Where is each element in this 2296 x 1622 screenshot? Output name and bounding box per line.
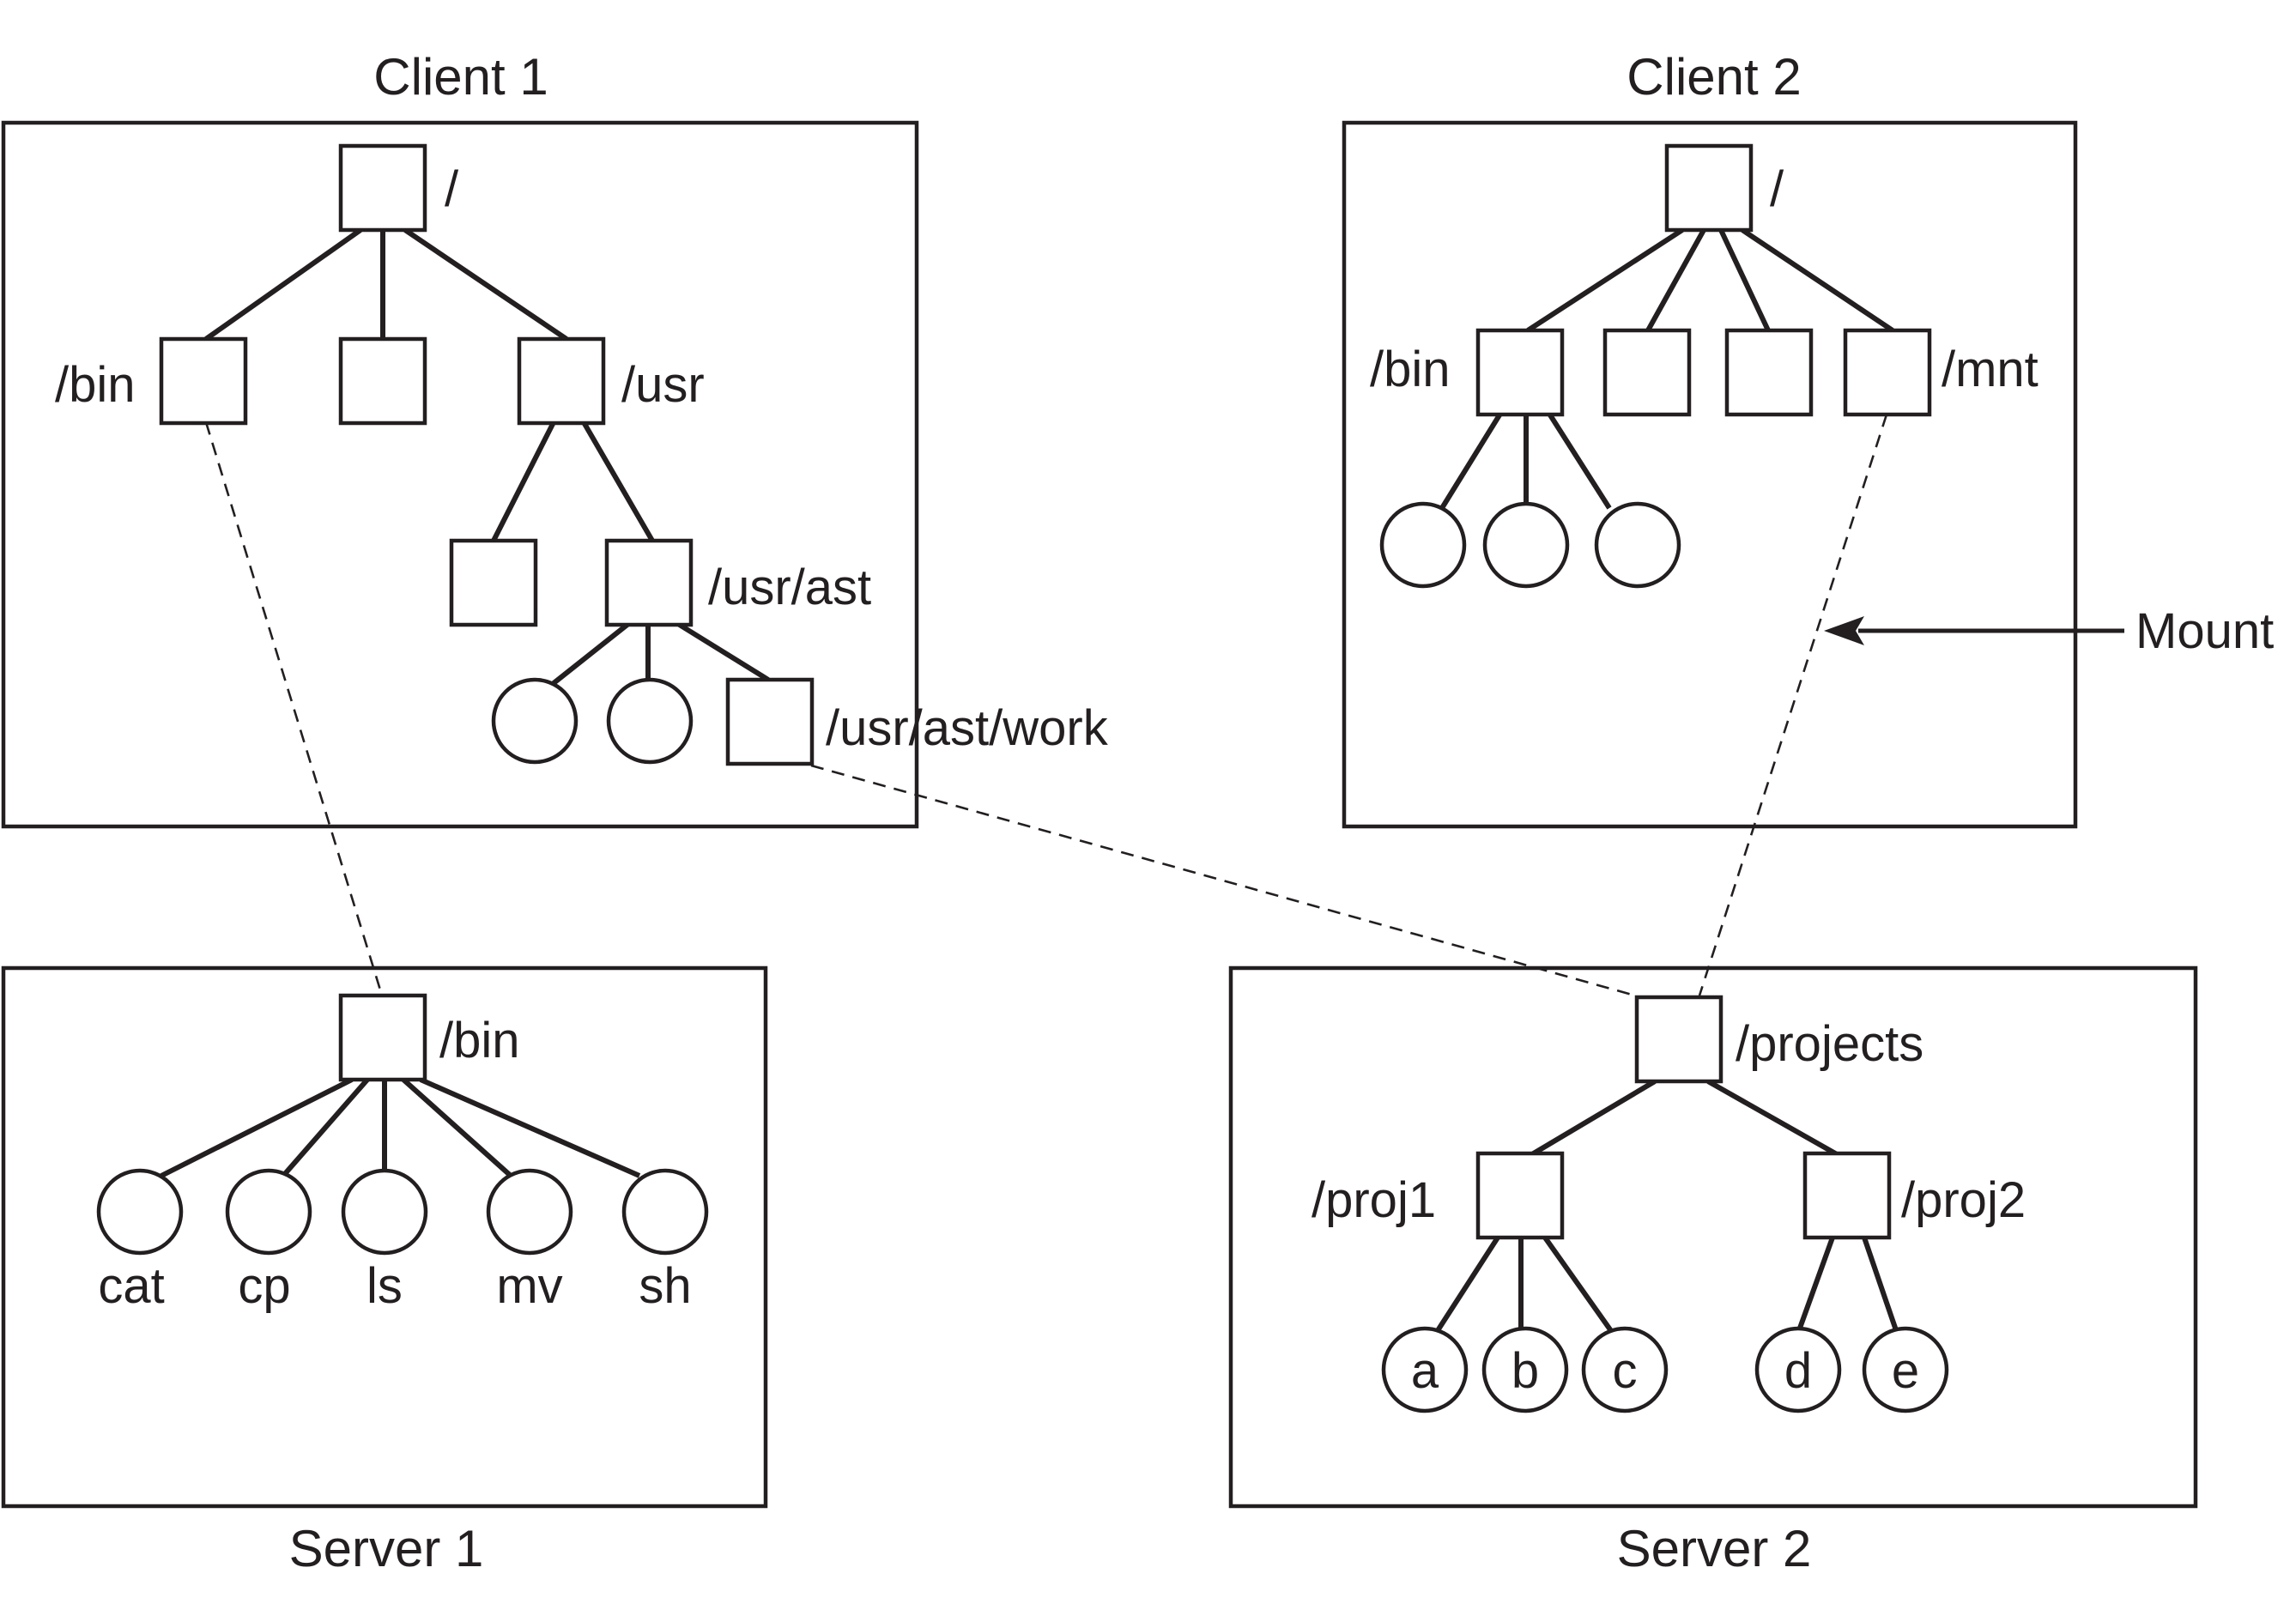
server1-file-label: cp	[238, 1258, 290, 1314]
mount-arrowhead	[1824, 616, 1864, 645]
edge	[160, 1077, 354, 1178]
server2-panel: Server 2 /projects /proj1 /proj2 a b c d…	[1228, 965, 2198, 1577]
edge	[1526, 227, 1684, 333]
client1-panel: Client 1 / /bin /usr /usr/ast /usr/ast/w…	[1, 48, 1109, 829]
client1-title: Client 1	[373, 48, 548, 106]
edge	[1439, 412, 1503, 510]
client1-box	[1, 120, 919, 829]
client1-bin-dir	[159, 336, 248, 426]
client2-mnt-label: /mnt	[1942, 342, 2039, 397]
edge	[204, 227, 362, 342]
mount-line-server1-bin-to-client1-bin	[204, 421, 384, 996]
server2-file-a	[1381, 1326, 1469, 1413]
client2-title: Client 2	[1627, 48, 1801, 106]
server1-file-label: cat	[98, 1258, 164, 1314]
server1-box	[1, 965, 768, 1509]
edge	[281, 1078, 370, 1177]
server1-title: Server 1	[289, 1520, 484, 1577]
client2-unnamed-dir	[1724, 328, 1814, 417]
edge	[491, 421, 556, 542]
server1-file-label: mv	[496, 1258, 562, 1314]
client1-usr-ast-work-label: /usr/ast/work	[826, 700, 1109, 756]
edge	[403, 227, 568, 342]
edge	[401, 1077, 513, 1178]
server1-file-label: sh	[639, 1258, 691, 1314]
client1-usr-label: /usr	[621, 357, 705, 413]
server2-file-label: b	[1511, 1343, 1539, 1399]
edge	[1530, 1079, 1657, 1157]
edge	[419, 1077, 641, 1178]
client2-mnt-dir	[1843, 328, 1932, 417]
client1-usr-ast-dir	[604, 538, 694, 627]
server1-bin-dir	[338, 993, 427, 1082]
server1-file-mv	[486, 1168, 573, 1256]
server2-file-label: e	[1892, 1343, 1919, 1399]
client2-bin-label: /bin	[1370, 342, 1451, 397]
edge	[581, 421, 655, 542]
client1-unnamed-dir	[338, 336, 427, 426]
server2-file-label: d	[1784, 1343, 1812, 1399]
client2-file-node	[1482, 501, 1570, 589]
client2-root-label: /	[1770, 161, 1784, 217]
mount-line-server2-projects-to-client2-mnt	[1698, 414, 1888, 996]
edge	[548, 621, 630, 689]
server1-file-label: ls	[367, 1258, 403, 1314]
server2-title: Server 2	[1617, 1520, 1812, 1577]
edge	[1862, 1237, 1899, 1334]
client1-bin-label: /bin	[55, 357, 136, 413]
edge	[1706, 1079, 1839, 1157]
edge	[1542, 1236, 1616, 1336]
edge	[676, 621, 770, 682]
client1-usr-dir	[517, 336, 606, 426]
client2-box	[1342, 120, 2078, 829]
server1-file-cp	[225, 1168, 312, 1256]
client2-root-dir	[1664, 143, 1754, 233]
server1-file-ls	[341, 1168, 428, 1256]
server2-file-b	[1481, 1326, 1569, 1413]
server2-proj2-dir	[1802, 1151, 1892, 1240]
client2-file-node	[1594, 501, 1681, 589]
edge	[1796, 1236, 1835, 1335]
server2-projects-label: /projects	[1736, 1016, 1923, 1072]
client2-file-node	[1379, 501, 1467, 589]
client1-usr-ast-work-dir	[725, 677, 815, 766]
edge	[1645, 228, 1706, 332]
server1-file-cat	[96, 1168, 184, 1256]
server2-file-e	[1862, 1326, 1949, 1413]
server2-projects-dir	[1634, 995, 1724, 1084]
server1-panel: Server 1 /bin cat cp ls mv sh	[1, 965, 768, 1577]
edge	[1741, 227, 1894, 333]
server2-proj1-dir	[1475, 1151, 1565, 1240]
server1-file-sh	[621, 1168, 709, 1256]
client1-usr-ast-label: /usr/ast	[708, 560, 871, 615]
client1-root-dir	[338, 143, 427, 233]
client1-file-node	[491, 677, 579, 765]
edge	[1718, 228, 1771, 332]
mount-annotation: Mount	[1824, 603, 2274, 659]
client1-usr-unnamed-dir	[449, 538, 538, 627]
server2-proj2-label: /proj2	[1901, 1172, 2026, 1228]
server2-proj1-label: /proj1	[1312, 1172, 1436, 1228]
server2-file-label: c	[1613, 1343, 1638, 1399]
server1-bin-label: /bin	[439, 1013, 520, 1068]
client1-root-label: /	[445, 161, 459, 217]
server2-file-d	[1754, 1326, 1842, 1413]
mount-label: Mount	[2135, 603, 2274, 659]
client2-panel: Client 2 / /bin /mnt	[1342, 48, 2078, 829]
client2-unnamed-dir	[1602, 328, 1692, 417]
client2-bin-dir	[1475, 328, 1565, 417]
server2-file-c	[1581, 1326, 1669, 1413]
client1-file-node	[606, 677, 694, 765]
edge	[1433, 1236, 1500, 1336]
server2-box	[1228, 965, 2198, 1509]
mount-line-server2-projects-to-client1-work	[810, 764, 1636, 997]
edge	[1547, 412, 1612, 510]
server2-file-label: a	[1411, 1343, 1439, 1399]
